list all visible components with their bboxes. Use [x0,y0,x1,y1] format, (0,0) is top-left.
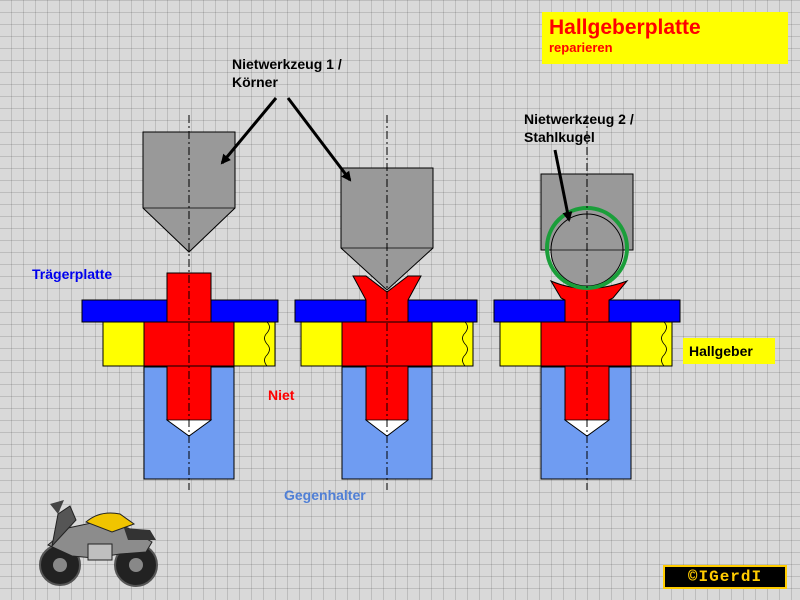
label-hallgeber: Hallgeber [683,338,775,364]
label-niet: Niet [268,387,295,403]
label-tool-1-line-2: Körner [232,74,278,90]
hall-sensor-1-edge [264,321,270,367]
motorcycle-icon [39,500,158,587]
label-tool-1: Nietwerkzeug 1 / Körner [232,55,342,91]
hall-sensor-3-edge [661,321,667,367]
label-tool-2: Nietwerkzeug 2 / Stahlkugel [524,110,634,146]
label-tool-2-line-2: Stahlkugel [524,129,595,145]
stage-2 [294,115,478,490]
label-gegenhalter: Gegenhalter [284,487,366,503]
title-box: Hallgeberplatte reparieren [542,12,788,64]
label-tool-2-line-1: Nietwerkzeug 2 / [524,111,634,127]
stage-3 [493,115,681,490]
arrow-icon [220,97,278,165]
label-traegerplatte: Trägerplatte [32,266,113,282]
rivet-flared-head-2 [352,275,422,324]
page-title: Hallgeberplatte [549,16,701,39]
arrow-icon [286,97,352,182]
stage-1 [81,115,279,490]
copyright-badge: ©IGerdI [663,565,787,589]
arrow-icon [553,149,573,222]
label-tool-1-line-1: Nietwerkzeug 1 / [232,56,342,72]
rivet-collar-3 [540,321,632,367]
hall-sensor-2-edge [462,321,468,367]
page-subtitle: reparieren [549,40,613,55]
